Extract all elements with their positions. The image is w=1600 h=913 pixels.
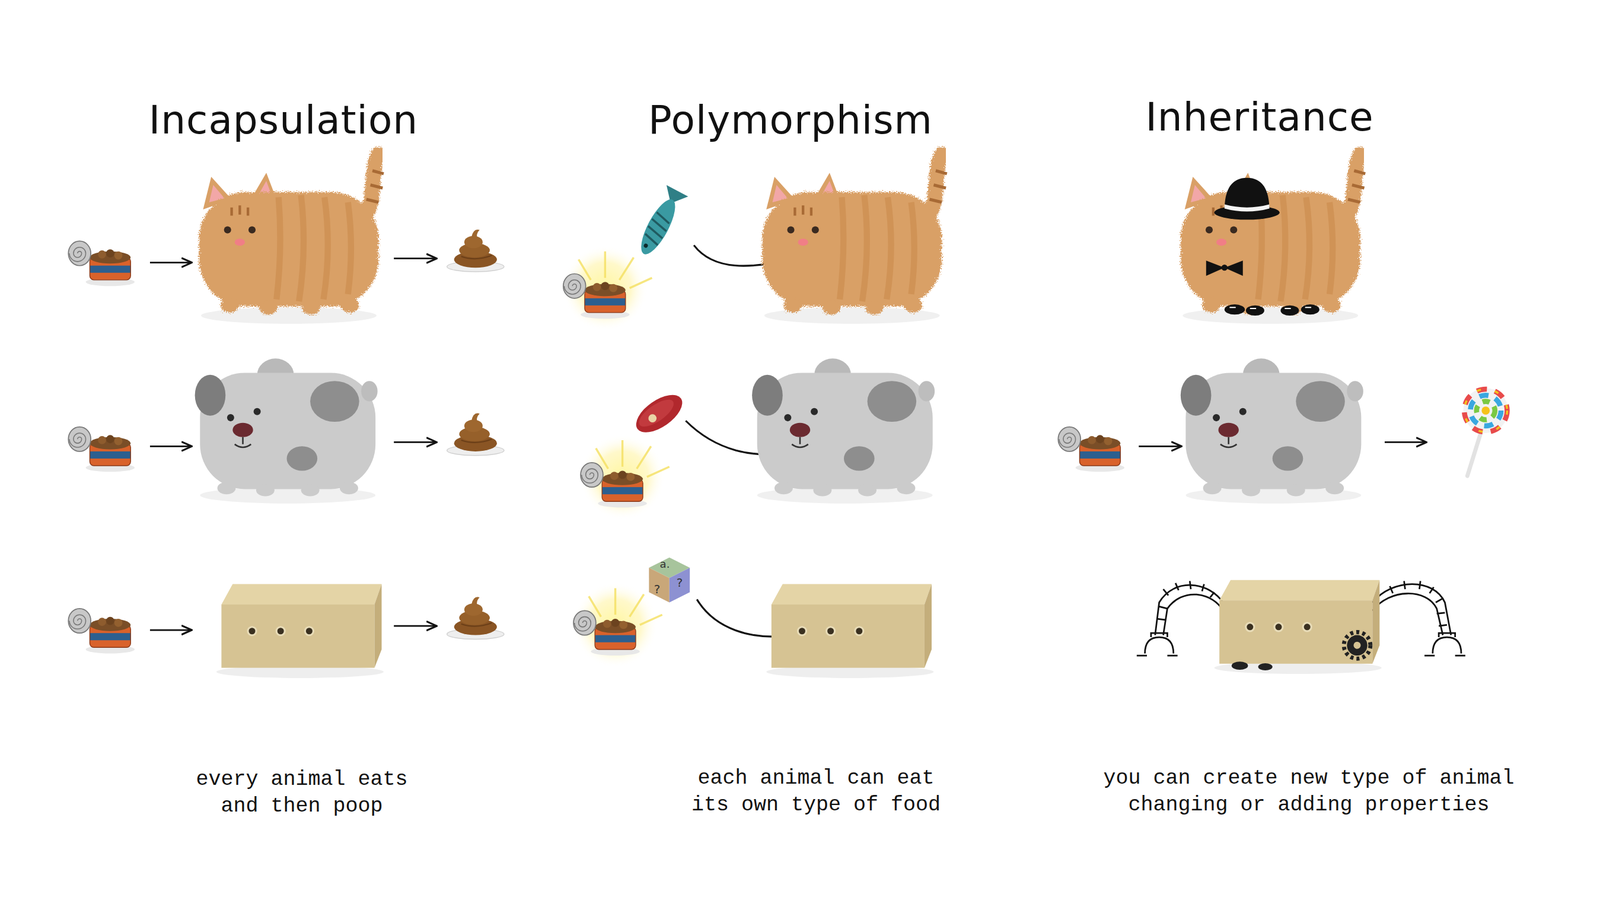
cube-mark: ? (654, 581, 661, 597)
mystery-cube (648, 557, 690, 603)
wheels-and-gear (1231, 631, 1371, 671)
bowler-hat (1214, 177, 1280, 221)
caption-text: each animal can eat its own type of food (685, 765, 947, 819)
shoes (1224, 304, 1320, 316)
cube-letter: a. (660, 556, 671, 571)
polymorphism-scene (562, 154, 948, 678)
meat-food (629, 387, 689, 440)
bow-tie (1206, 260, 1243, 276)
encapsulation-scene (68, 154, 505, 678)
cube-mark: ? (676, 574, 684, 591)
caption-text: you can create new type of animal changi… (1092, 765, 1526, 819)
fish-food (632, 185, 688, 260)
lollipop (1463, 387, 1509, 476)
section-heading: Inheritance (1145, 91, 1374, 143)
section-heading: Polymorphism (648, 94, 933, 146)
caption-text: every animal eats and then poop (174, 766, 430, 821)
inheritance-scene (1057, 154, 1509, 674)
section-heading: Incapsulation (148, 94, 419, 146)
